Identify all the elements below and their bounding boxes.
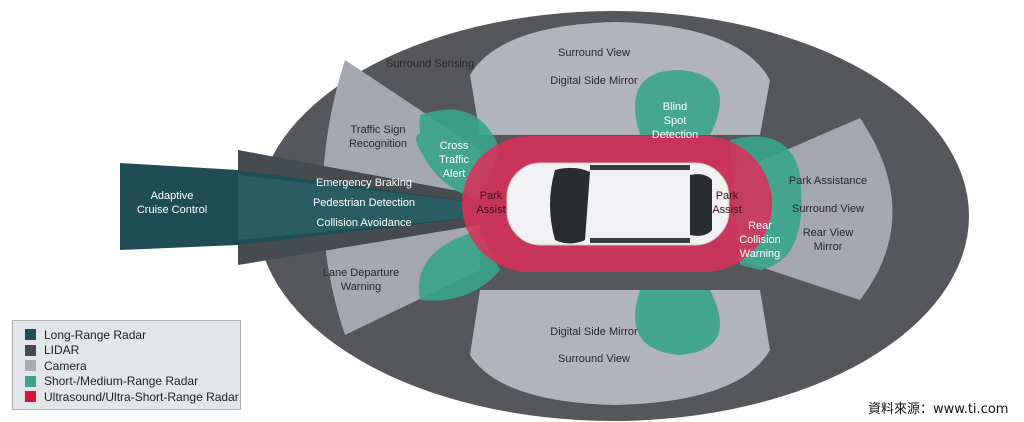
legend-item-ultrasound: Ultrasound/Ultra-Short-Range Radar xyxy=(25,389,240,405)
legend-label: Ultrasound/Ultra-Short-Range Radar xyxy=(44,389,239,404)
label-emergency-braking: Emergency Braking xyxy=(316,177,412,189)
legend-item-long-range-radar: Long-Range Radar xyxy=(25,327,240,343)
source-credit: 資料來源：www.ti.com xyxy=(868,402,1009,417)
label-park-assistance: Park Assistance xyxy=(789,175,867,187)
swatch-icon xyxy=(25,329,36,341)
legend-item-camera: Camera xyxy=(25,358,240,374)
label-surround-view-top: Surround View xyxy=(558,47,630,59)
label-collision-avoidance: Collision Avoidance xyxy=(316,217,411,229)
label-pedestrian-detection: Pedestrian Detection xyxy=(313,197,415,209)
car-icon xyxy=(506,162,730,246)
label-surround-sensing: Surround Sensing xyxy=(386,58,474,70)
legend-label: LIDAR xyxy=(44,343,80,358)
label-digital-side-mirror-top: Digital Side Mirror xyxy=(550,75,638,87)
swatch-icon xyxy=(25,375,36,387)
label-digital-side-mirror-bottom: Digital Side Mirror xyxy=(550,326,638,338)
legend-label: Long-Range Radar xyxy=(44,327,147,342)
swatch-icon xyxy=(25,391,36,403)
label-surround-view-right: Surround View xyxy=(792,203,864,215)
legend: Long-Range Radar LIDAR Camera Short-/Med… xyxy=(12,320,241,410)
long-range-radar-inner xyxy=(238,175,480,240)
legend-item-lidar: LIDAR xyxy=(25,343,240,359)
legend-label: Short-/Medium-Range Radar xyxy=(44,374,199,389)
label-surround-view-bottom: Surround View xyxy=(558,353,630,365)
legend-label: Camera xyxy=(44,358,87,373)
legend-item-short-medium-radar: Short-/Medium-Range Radar xyxy=(25,374,240,390)
swatch-icon xyxy=(25,344,36,356)
swatch-icon xyxy=(25,360,36,372)
